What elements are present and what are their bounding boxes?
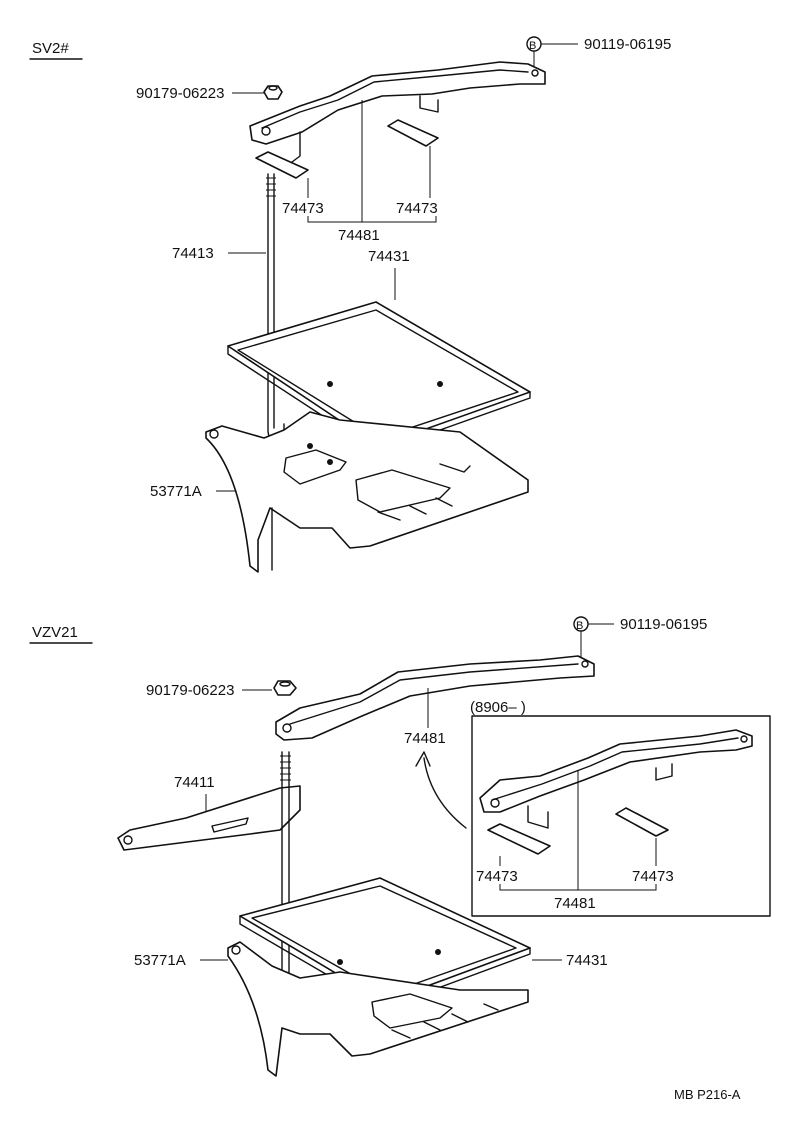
bolt-marker-letter: B <box>529 40 536 52</box>
part-label-nut-top: 90179-06223 <box>136 85 224 102</box>
section-vzv21: VZV21 B 90119-06195 90179-06223 74481 74… <box>29 616 771 1077</box>
clamp-bracket-bottom <box>275 655 595 741</box>
part-label-brace: 74411 <box>174 774 215 791</box>
inset-label: (8906– ) <box>470 699 526 716</box>
section-label-vzv21: VZV21 <box>32 624 78 641</box>
part-label-clamp-inset: 74481 <box>554 895 596 912</box>
part-label-pad-left-inset: 74473 <box>476 868 518 885</box>
part-label-bolt-bottom: 90119-06195 <box>620 616 707 633</box>
arrow-curve <box>423 757 467 829</box>
part-label-bolt-top: 90119-06195 <box>584 36 671 53</box>
part-label-tray-bottom: 74431 <box>566 952 608 969</box>
pad-right-top <box>387 119 439 147</box>
pad-left-top <box>255 151 309 179</box>
clamp-bracket-inset <box>479 729 753 829</box>
pad-left-inset <box>487 823 551 855</box>
part-label-nut-bottom: 90179-06223 <box>146 682 234 699</box>
inset-box: (8906– ) 74473 74473 74481 <box>470 699 771 917</box>
part-label-clamp-top: 74481 <box>338 227 380 244</box>
nut-top <box>263 85 283 100</box>
part-label-pad-left-top: 74473 <box>282 200 324 217</box>
section-sv2: SV2# B 90119-06195 90179-06223 74473 <box>29 36 671 573</box>
section-label-sv2: SV2# <box>32 40 69 57</box>
part-label-carrier-bottom: 53771A <box>134 952 186 969</box>
arrow-head-icon <box>415 751 431 767</box>
part-label-carrier-top: 53771A <box>150 483 202 500</box>
carrier-bottom <box>227 941 529 1077</box>
nut-bottom <box>273 680 297 696</box>
clamp-bracket-top <box>249 61 546 163</box>
bracket-line <box>307 216 437 223</box>
part-label-pad-right-top: 74473 <box>396 200 438 217</box>
brace-bottom <box>117 785 301 851</box>
part-label-clamp-bottom: 74481 <box>404 730 446 747</box>
part-label-pad-right-inset: 74473 <box>632 868 674 885</box>
carrier-top <box>205 411 529 573</box>
part-label-rod-top: 74413 <box>172 245 214 262</box>
footer-code: MB P216-A <box>674 1087 741 1102</box>
part-label-tray-top: 74431 <box>368 248 410 265</box>
inset-frame <box>471 715 771 917</box>
bolt-marker-letter: B <box>576 620 583 632</box>
pad-right-inset <box>615 807 669 837</box>
